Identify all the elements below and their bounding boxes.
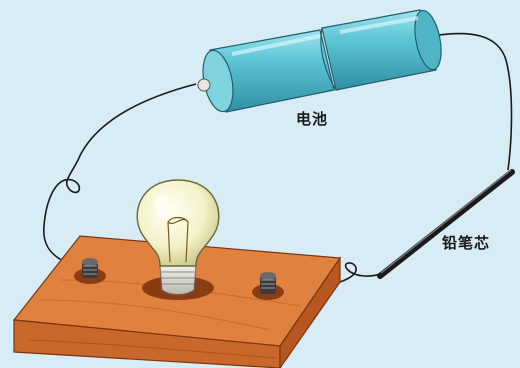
battery-label: 电池 — [296, 108, 328, 129]
light-bulb — [137, 180, 219, 300]
pencil-lead-label: 铅笔芯 — [442, 232, 490, 253]
